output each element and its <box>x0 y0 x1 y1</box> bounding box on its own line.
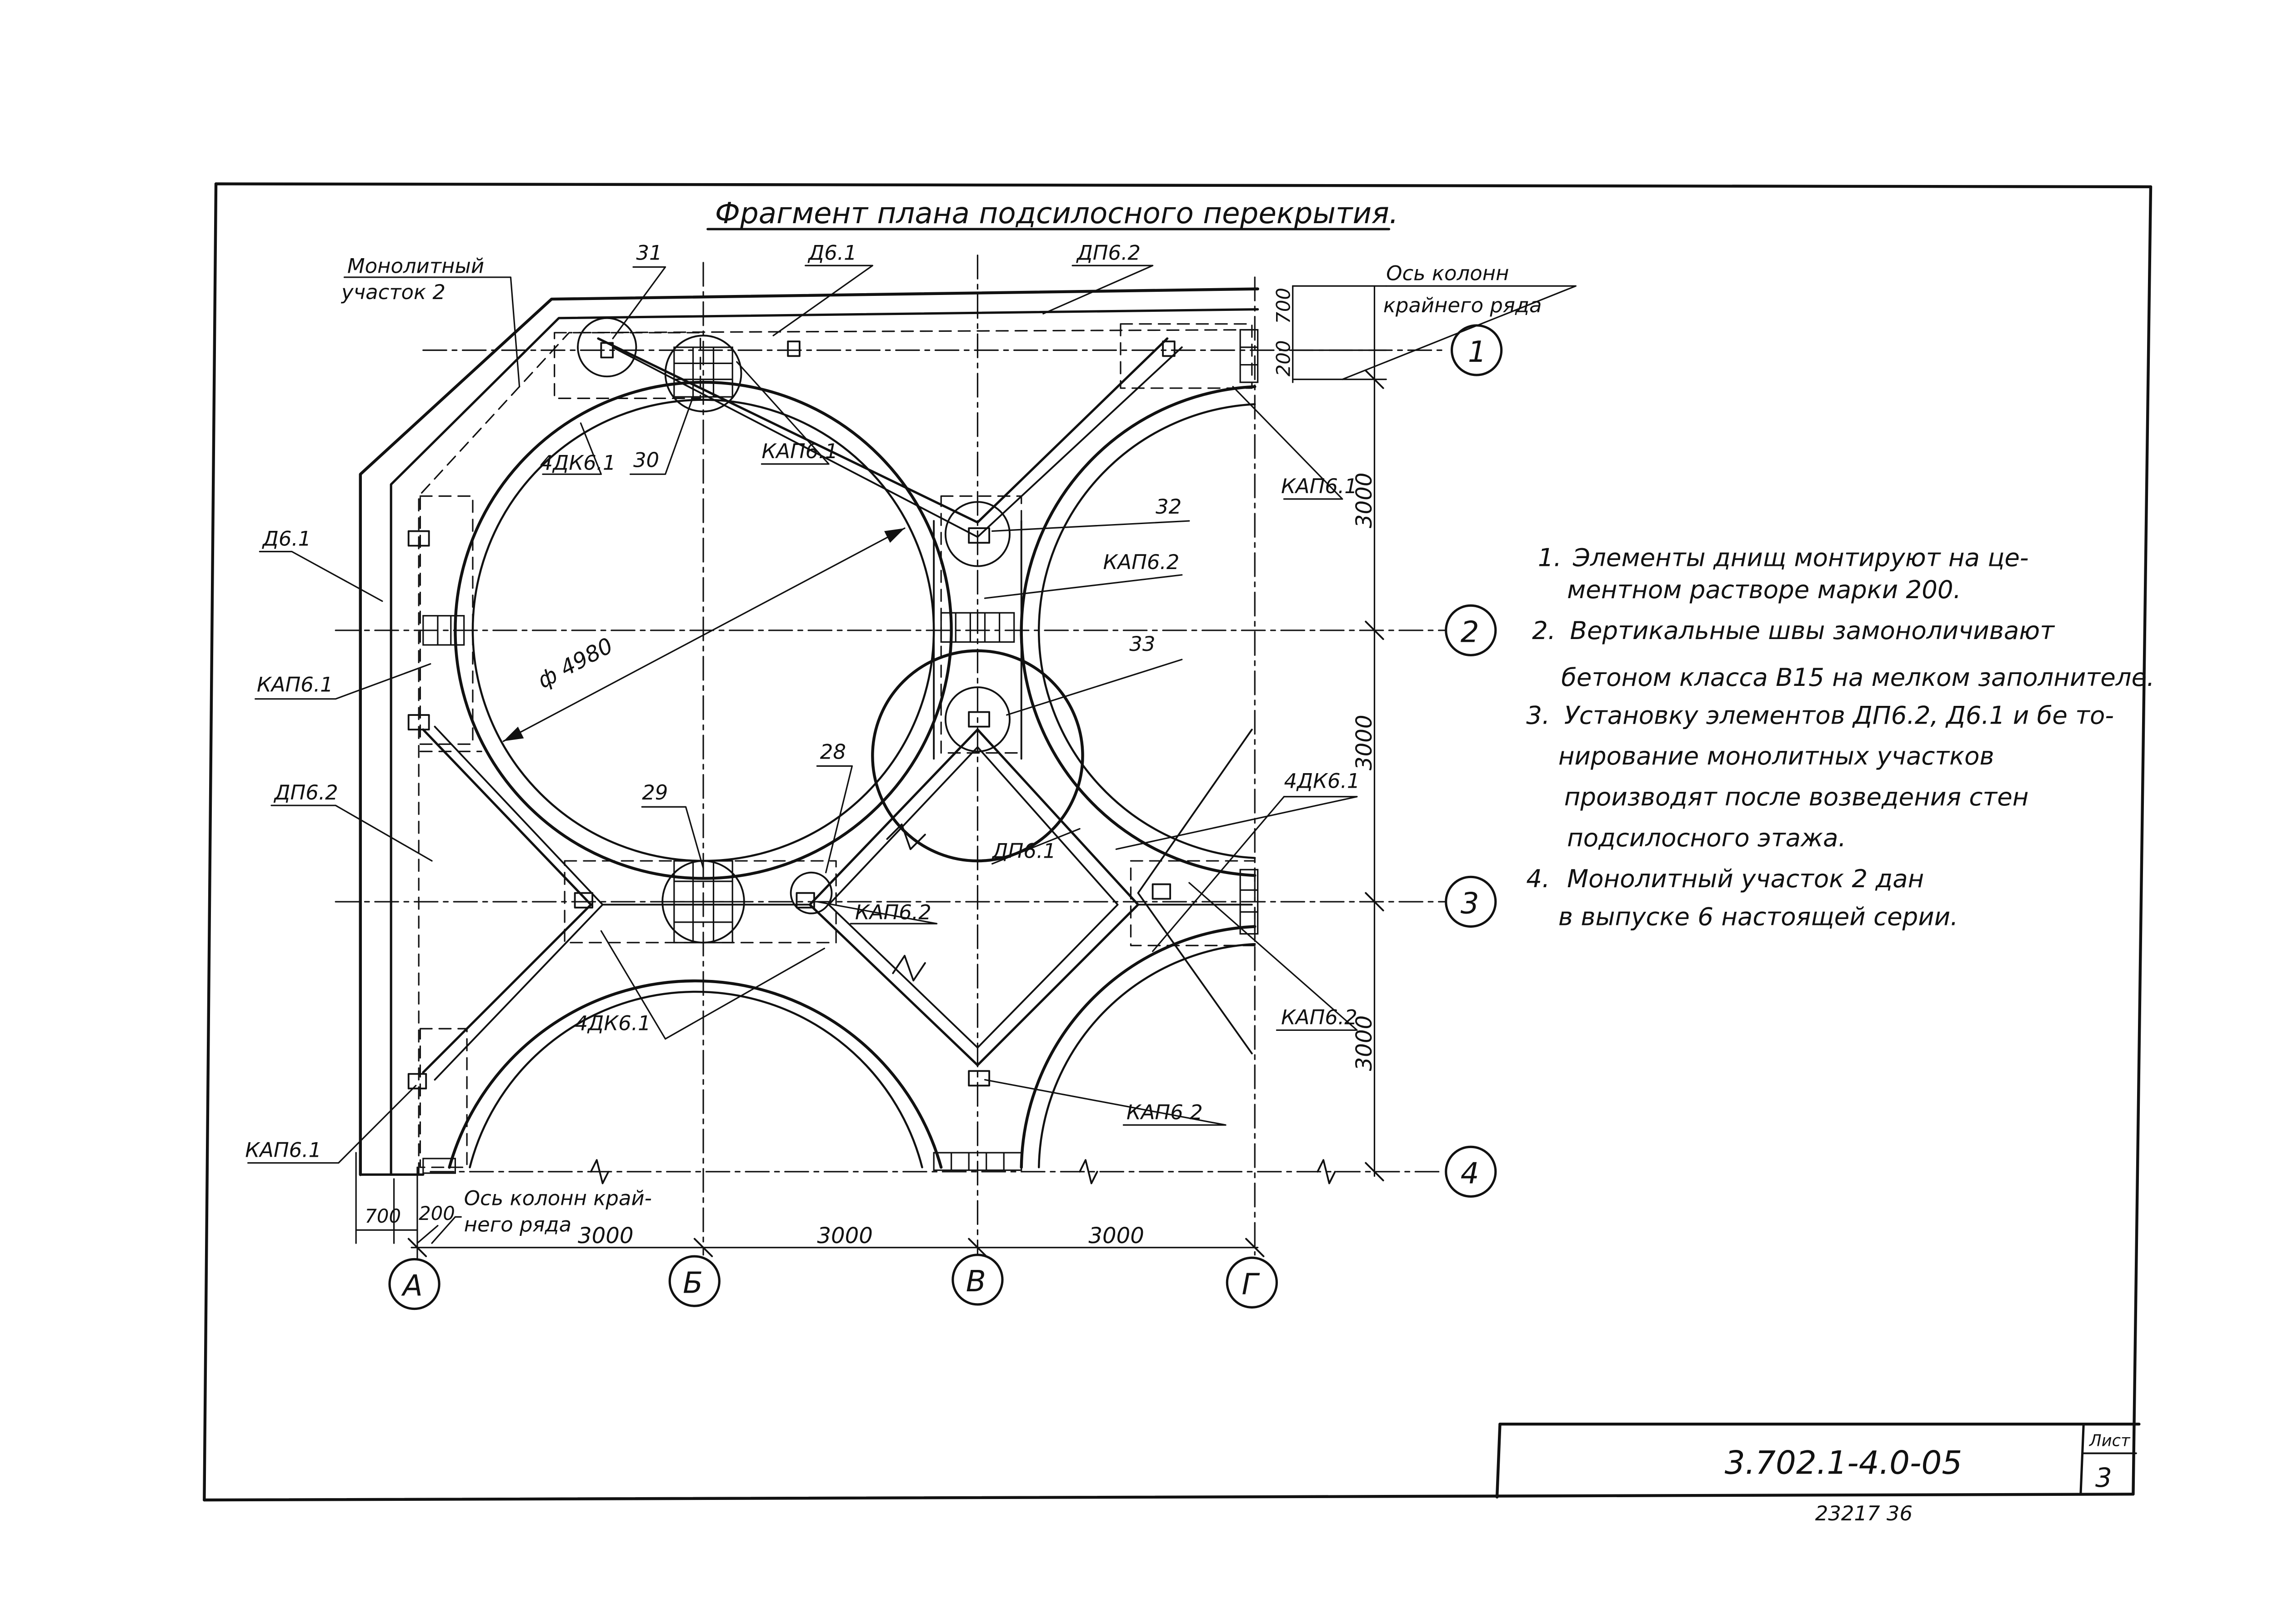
label-4dk61-bottom: 4ДК6.1 <box>575 1011 651 1035</box>
stamp-code: 3.702.1-4.0-05 <box>1725 1444 1963 1481</box>
note-2-line-2: бетоном класса В15 на мелком заполнителе… <box>1561 663 2154 692</box>
diameter-dimension <box>502 527 906 742</box>
axis-row-3: 3 <box>1461 887 1479 921</box>
detail-circles <box>577 317 1011 944</box>
note-1-line-2: ментном растворе марки 200. <box>1567 575 1961 604</box>
axis-row-1: 1 <box>1468 335 1487 369</box>
title-text: Фрагмент плана подсилосного перекрытия. <box>715 196 1398 230</box>
note-4-number: 4. <box>1526 864 1550 893</box>
axis-bubbles: 1 2 3 4 А Б В Г <box>388 324 1503 1310</box>
label-axis-outer-2: крайнего ряда <box>1383 293 1542 317</box>
label-kap62-bottom: КАП6 2 <box>1126 1100 1203 1124</box>
label-kap62-right: КАП6.2 <box>1281 1005 1357 1029</box>
note-3-line-2: нирование монолитных участков <box>1558 741 1994 770</box>
dim-3000-v2: 3000 <box>1352 715 1377 770</box>
label-monolith-2: участок 2 <box>340 280 446 304</box>
label-28: 28 <box>820 740 846 764</box>
sheet-frame <box>203 182 2153 1502</box>
title-block: 3.702.1-4.0-05 Лист 3 23217 36 <box>1495 1422 2141 1525</box>
label-30: 30 <box>633 448 659 472</box>
label-kap62-mid: КАП6.2 <box>1103 550 1179 574</box>
label-4dk61-right: 4ДК6.1 <box>1284 769 1360 793</box>
note-1-line-1: Элементы днищ монтируют на це- <box>1572 543 2029 572</box>
axis-col-g: Г <box>1242 1267 1260 1301</box>
axis-row-2: 2 <box>1461 615 1479 650</box>
label-31: 31 <box>636 240 662 265</box>
vertical-dimensions <box>1292 285 1387 1182</box>
note-4-line-1: Монолитный участок 2 дан <box>1567 864 1924 893</box>
notes-block: 1. Элементы днищ монтируют на це- ментно… <box>1526 543 2154 931</box>
dim-3000-h2: 3000 <box>817 1223 872 1249</box>
note-2-line-1: Вертикальные швы замоноличивают <box>1570 616 2056 645</box>
label-kap61-right: КАП6.1 <box>1281 474 1357 498</box>
monolith-wall <box>359 287 1259 1176</box>
anchor-details <box>407 340 1176 1089</box>
break-marks <box>590 823 1336 1184</box>
label-dp61-center: ДП6.1 <box>991 839 1056 863</box>
label-kap61-left: КАП6.1 <box>257 673 333 697</box>
label-kap62-center: КАП6.2 <box>855 900 931 924</box>
slab-boundaries <box>422 337 1253 1081</box>
label-33: 33 <box>1129 632 1155 656</box>
horizontal-dimensions <box>355 1152 1265 1257</box>
label-d61-top: Д6.1 <box>807 240 857 265</box>
axis-row-4: 4 <box>1461 1157 1479 1191</box>
dim-3000-v1: 3000 <box>1352 473 1377 528</box>
note-3-number: 3. <box>1526 700 1550 730</box>
label-diameter: ф 4980 <box>533 633 617 693</box>
label-4dk61-top: 4ДК6.1 <box>540 451 616 475</box>
dim-3000-h3: 3000 <box>1088 1223 1144 1249</box>
label-d61-left: Д6.1 <box>262 527 311 551</box>
dim-700-bottom: 700 <box>365 1205 401 1227</box>
label-kap61-top: КАП6.1 <box>761 439 838 463</box>
dim-3000-h1: 3000 <box>578 1223 633 1249</box>
axis-grid <box>335 255 1446 1256</box>
dim-3000-v3: 3000 <box>1352 1015 1377 1071</box>
axis-col-a: А <box>401 1269 423 1303</box>
label-monolith-1: Монолитный <box>347 254 484 278</box>
stamp-sheet-label: Лист <box>2088 1431 2131 1450</box>
label-kap61-bottom-left: КАП6.1 <box>245 1138 321 1162</box>
leader-lines <box>247 265 1577 1244</box>
label-32: 32 <box>1156 495 1182 519</box>
note-3-line-3: производят после возведения стен <box>1564 782 2029 811</box>
label-axis-outer-1: Ось колонн <box>1386 261 1509 285</box>
label-dp62-top: ДП6.2 <box>1076 240 1141 265</box>
label-axis-outer-bottom-2: него ряда <box>464 1212 571 1236</box>
archive-number: 23217 36 <box>1815 1501 1913 1525</box>
note-1-number: 1. <box>1538 543 1562 572</box>
silo-cells <box>448 380 1257 1169</box>
dimension-labels: 700 200 3000 3000 3000 700 200 3000 3000… <box>365 288 1377 1249</box>
dim-200-bottom: 200 <box>419 1202 455 1224</box>
dim-700-top: 700 <box>1272 288 1294 324</box>
note-2-number: 2. <box>1532 616 1556 645</box>
label-dp62-left: ДП6.2 <box>273 780 338 805</box>
note-4-line-2: в выпуске 6 настоящей серии. <box>1558 902 1958 931</box>
element-labels: Монолитный участок 2 Ось колонн крайнего… <box>245 240 1542 1236</box>
note-3-line-1: Установку элементов ДП6.2, Д6.1 и бе то- <box>1564 700 2114 730</box>
axis-col-v: В <box>966 1264 986 1299</box>
drawing-title: Фрагмент плана подсилосного перекрытия. <box>706 196 1398 230</box>
label-29: 29 <box>642 780 668 805</box>
note-3-line-4: подсилосного этажа. <box>1567 823 1846 852</box>
label-axis-outer-bottom-1: Ось колонн край- <box>464 1186 652 1210</box>
stamp-sheet-number: 3 <box>2095 1462 2112 1493</box>
axis-col-b: Б <box>683 1266 703 1300</box>
dim-200-top: 200 <box>1272 340 1294 377</box>
